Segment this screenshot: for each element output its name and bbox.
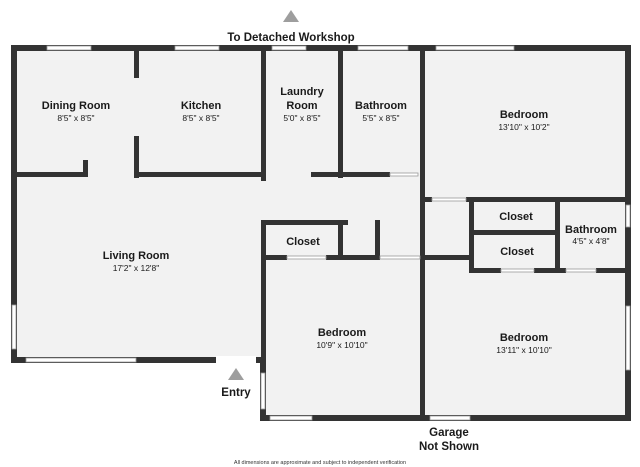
room-closet-3: Closet	[286, 236, 320, 248]
room-bathroom-2: Bathroom 4'5" x 4'8"	[565, 224, 617, 246]
room-closet-1: Closet	[499, 211, 533, 223]
room-bedroom-3: Bedroom 13'11" x 10'10"	[496, 332, 551, 355]
room-closet-2: Closet	[500, 246, 534, 258]
room-name: Laundry	[280, 86, 324, 98]
room-name: Bedroom	[500, 109, 549, 121]
garage-label: Garage	[429, 427, 469, 439]
door-gaps	[216, 172, 597, 364]
room-name: Bedroom	[500, 332, 549, 344]
room-laundry: Laundry Room 5'0" x 8'5"	[280, 86, 324, 123]
room-dimensions: 8'5" x 8'5"	[57, 113, 94, 123]
room-dimensions: 5'0" x 8'5"	[283, 113, 320, 123]
room-name: Bedroom	[318, 327, 367, 339]
room-name: Kitchen	[181, 100, 222, 112]
room-name: Living Room	[103, 250, 170, 262]
room-bedroom-2: Bedroom 10'9" x 10'10"	[316, 327, 367, 350]
room-dimensions: 17'2" x 12'8"	[113, 263, 160, 273]
room-name: Bathroom	[355, 100, 407, 112]
workshop-label: To Detached Workshop	[227, 32, 354, 44]
room-name: Closet	[500, 246, 534, 258]
garage-note: Not Shown	[419, 441, 479, 453]
windows	[11, 45, 631, 421]
room-name: Closet	[286, 236, 320, 248]
room-name: Room	[286, 100, 317, 112]
room-dimensions: 8'5" x 8'5"	[182, 113, 219, 123]
room-name: Bathroom	[565, 224, 617, 236]
room-bathroom-1: Bathroom 5'5" x 8'5"	[355, 100, 407, 123]
room-kitchen: Kitchen 8'5" x 8'5"	[181, 100, 222, 123]
room-name: Dining Room	[42, 100, 111, 112]
room-dining: Dining Room 8'5" x 8'5"	[42, 100, 111, 123]
room-dimensions: 13'10" x 10'2"	[498, 122, 549, 132]
room-dimensions: 10'9" x 10'10"	[316, 340, 367, 350]
room-dimensions: 13'11" x 10'10"	[496, 345, 551, 355]
disclaimer: All dimensions are approximate and subje…	[234, 460, 406, 466]
room-name: Closet	[499, 211, 533, 223]
room-dimensions: 5'5" x 8'5"	[362, 113, 399, 123]
room-bedroom-1: Bedroom 13'10" x 10'2"	[498, 109, 549, 132]
entry-label: Entry	[221, 387, 251, 399]
room-dimensions: 4'5" x 4'8"	[572, 236, 609, 246]
room-living: Living Room 17'2" x 12'8"	[103, 250, 170, 273]
interior-walls	[14, 48, 628, 418]
entry-arrow-icon	[228, 368, 244, 380]
workshop-arrow-icon	[283, 10, 299, 22]
